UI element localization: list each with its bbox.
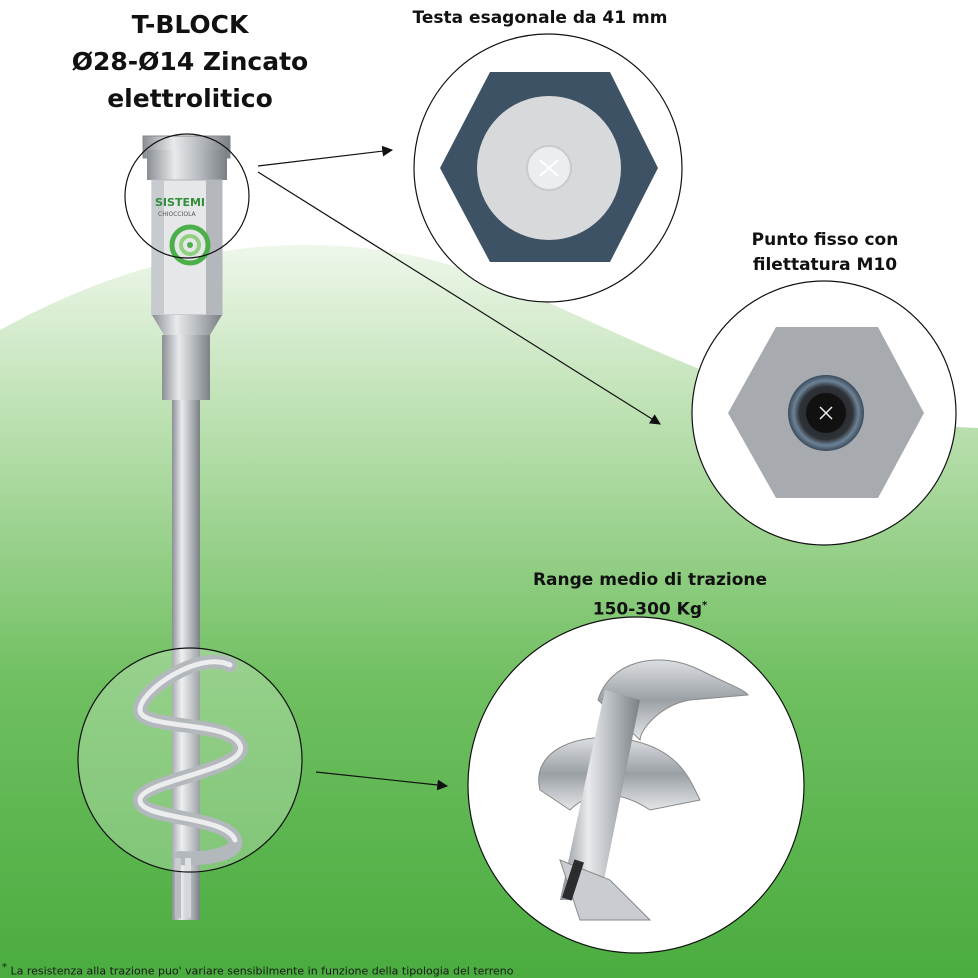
- zoomed-shaft: [560, 690, 640, 900]
- hex-head-zoom: [413, 33, 683, 303]
- brand-logo-icon: [169, 224, 211, 266]
- title-line2: Ø28-Ø14 Zincato: [71, 47, 309, 76]
- traction-caption: Range medio di trazione 150-300 Kg*: [470, 568, 830, 623]
- brand-line1: SISTEMI: [155, 196, 205, 209]
- footnote-mark: *: [2, 962, 7, 973]
- fixed-point-caption: Punto fisso con filettatura M10: [700, 228, 950, 278]
- hex-head-caption: Testa esagonale da 41 mm: [412, 8, 668, 28]
- traction-line2: 150-300 Kg*: [470, 593, 830, 623]
- arrow-to-fixed-point: [257, 171, 661, 425]
- traction-line1: Range medio di trazione: [532, 570, 768, 590]
- head-magnifier-ring: [124, 133, 250, 259]
- fixed-point-line2: filettatura M10: [752, 255, 898, 275]
- footnote: * La resistenza alla trazione puo' varia…: [2, 962, 514, 978]
- brand-line2: CHIOCCIOLA: [158, 211, 197, 218]
- arrow-to-spiral: [315, 771, 449, 791]
- arrow-to-hex-head: [257, 145, 394, 167]
- spiral-zoom: [467, 616, 805, 954]
- fixed-point-line1: Punto fisso con: [751, 230, 899, 250]
- product-title: T-BLOCK Ø28-Ø14 Zincato elettrolitico: [40, 6, 340, 117]
- spiral-magnifier-ring: [77, 647, 303, 873]
- traction-value: 150-300 Kg: [592, 599, 703, 620]
- footnote-text: La resistenza alla trazione puo' variare…: [10, 964, 514, 978]
- title-line3: elettrolitico: [107, 84, 273, 113]
- title-line1: T-BLOCK: [131, 10, 249, 39]
- fixed-point-zoom: [691, 280, 957, 546]
- traction-footnote-mark: *: [702, 600, 708, 611]
